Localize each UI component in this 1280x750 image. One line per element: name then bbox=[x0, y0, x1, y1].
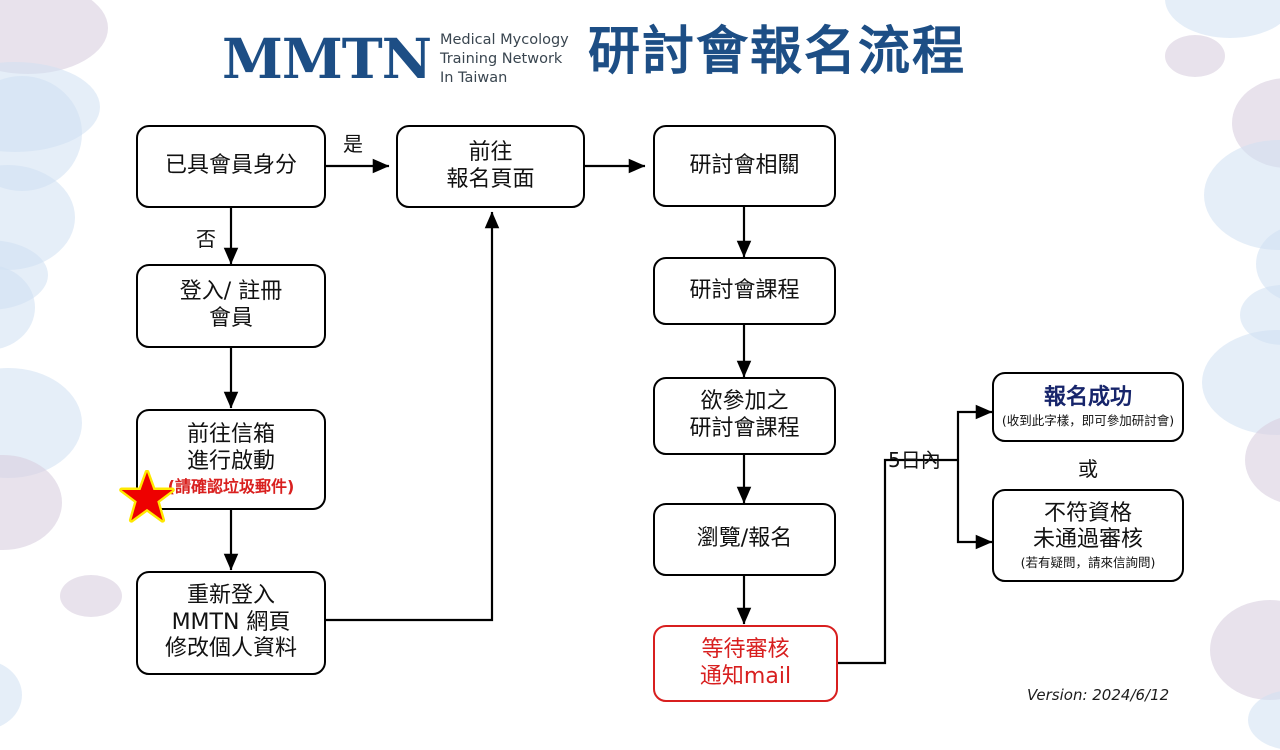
edge-await-to-split bbox=[838, 458, 958, 665]
success-title: 報名成功 bbox=[1043, 385, 1132, 411]
logo-tagline-line: Training Network bbox=[439, 51, 563, 68]
edge-label-or: 或 bbox=[1078, 457, 1098, 481]
node-await-review[interactable]: 等待審核 通知mail bbox=[653, 625, 838, 702]
node-line: 研討會課程 bbox=[689, 416, 800, 441]
node-line: 等待審核 bbox=[701, 636, 790, 662]
node-line: 不符資格 bbox=[1043, 500, 1132, 526]
node-line: 研討會課程 bbox=[689, 277, 800, 303]
logo-tagline-line: Medical Mycology bbox=[439, 32, 569, 48]
node-desired-course[interactable]: 欲參加之 研討會課程 bbox=[653, 377, 836, 455]
edge-label-no: 否 bbox=[196, 227, 216, 251]
page-title: 研討會報名流程 bbox=[588, 22, 967, 82]
node-relogin-profile[interactable]: 重新登入 MMTN 網頁 修改個人資料 bbox=[136, 571, 326, 675]
node-signup-page[interactable]: 前往 報名頁面 bbox=[396, 125, 585, 208]
node-line: 前往信箱 bbox=[186, 422, 275, 448]
edge-relogin-to-signup bbox=[326, 211, 500, 622]
spam-folder-note: (請確認垃圾郵件) bbox=[167, 477, 295, 497]
node-member-status[interactable]: 已具會員身分 bbox=[136, 125, 326, 208]
logo-wordmark: MMTN bbox=[222, 25, 432, 91]
slide-header: MMTN Medical Mycology Training Network I… bbox=[0, 0, 1280, 110]
logo-tagline-line: In Taiwan bbox=[439, 70, 508, 87]
node-line: 瀏覽/報名 bbox=[696, 526, 793, 552]
success-note: (收到此字樣，即可參加研討會) bbox=[1001, 413, 1175, 429]
node-seminar-course[interactable]: 研討會課程 bbox=[653, 257, 836, 325]
node-line: 登入/ 註冊 bbox=[179, 279, 283, 305]
version-label: Version: 2024/6/12 bbox=[1027, 686, 1170, 704]
logo-tagline: Medical Mycology Training Network In Tai… bbox=[440, 28, 569, 88]
node-not-qualified[interactable]: 不符資格 未通過審核 (若有疑問，請來信詢問) bbox=[992, 489, 1184, 582]
node-line: 重新登入 bbox=[186, 582, 275, 608]
node-signup-success[interactable]: 報名成功 (收到此字樣，即可參加研討會) bbox=[992, 372, 1184, 442]
node-line: 報名頁面 bbox=[446, 166, 535, 192]
node-line: 研討會相關 bbox=[689, 152, 800, 178]
node-line: 進行啟動 bbox=[186, 449, 275, 475]
node-seminar-info[interactable]: 研討會相關 bbox=[653, 125, 836, 207]
node-line: 通知mail bbox=[699, 663, 792, 689]
node-line: MMTN 網頁 bbox=[171, 609, 291, 635]
edge-split-to-rejected bbox=[956, 460, 993, 550]
node-line: 未通過審核 bbox=[1032, 527, 1143, 553]
node-line: 會員 bbox=[208, 306, 253, 331]
node-line: 修改個人資料 bbox=[164, 636, 297, 662]
node-line: 前往 bbox=[468, 139, 513, 165]
red-star-icon bbox=[119, 470, 175, 523]
edge-label-within-5-days: 5日內 bbox=[888, 448, 941, 472]
edge-label-yes: 是 bbox=[343, 132, 363, 156]
edge-split-to-success bbox=[956, 404, 993, 460]
node-login-register[interactable]: 登入/ 註冊 會員 bbox=[136, 264, 326, 348]
mmtn-logo: MMTN Medical Mycology Training Network I… bbox=[222, 28, 569, 88]
rejected-note: (若有疑問，請來信詢問) bbox=[1020, 555, 1156, 571]
node-browse-signup[interactable]: 瀏覽/報名 bbox=[653, 503, 836, 576]
flow-connectors bbox=[223, 158, 993, 665]
node-line: 欲參加之 bbox=[700, 389, 789, 415]
node-line: 已具會員身分 bbox=[164, 153, 297, 179]
